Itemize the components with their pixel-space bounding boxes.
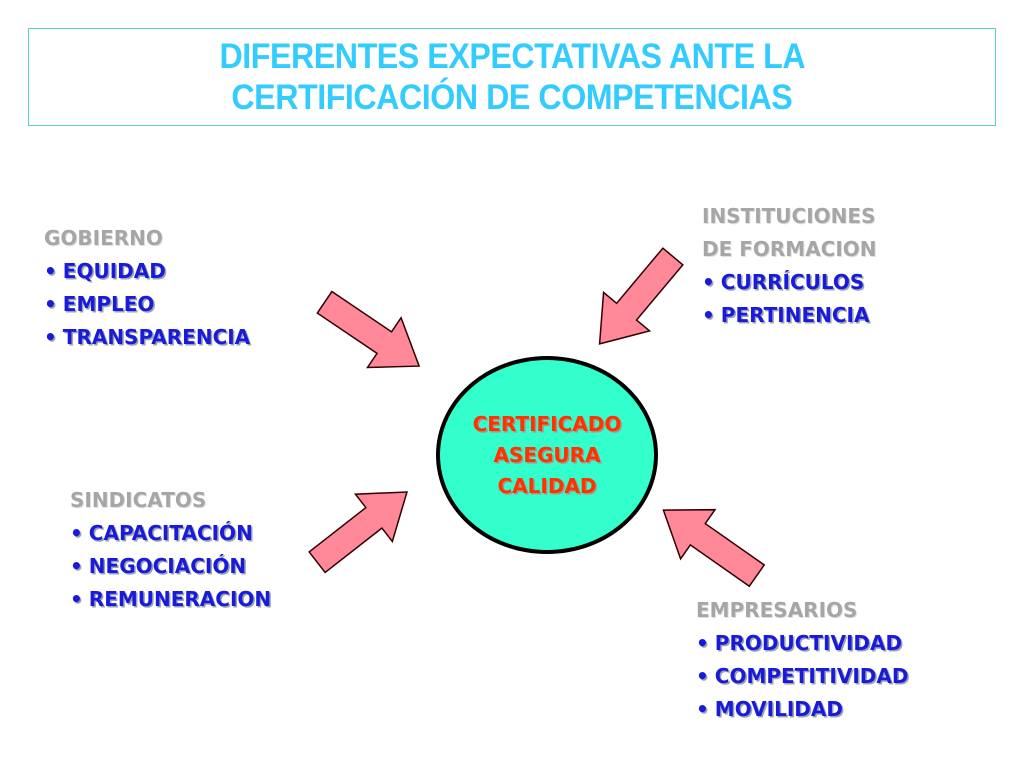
list-item: •MOVILIDAD — [696, 697, 843, 721]
arrow-empresarios-icon — [662, 508, 766, 588]
group-heading: DE FORMACION — [702, 237, 877, 261]
arrow-instituciones-icon — [598, 247, 684, 345]
group-instituciones: INSTITUCIONES DE FORMACION •CURRÍCULOS •… — [702, 200, 877, 332]
group-heading: GOBIERNO — [44, 226, 163, 250]
list-item: •NEGOCIACIÓN — [70, 554, 247, 578]
center-line-2: ASEGURA — [493, 442, 601, 467]
list-item: •REMUNERACION — [70, 587, 272, 611]
list-item: •EQUIDAD — [44, 259, 166, 283]
list-item: •CAPACITACIÓN — [70, 521, 253, 545]
center-line-1: CERTIFICADO — [472, 411, 622, 436]
list-item: •TRANSPARENCIA — [44, 325, 251, 349]
arrow-gobierno-icon — [316, 290, 421, 369]
group-gobierno: GOBIERNO •EQUIDAD •EMPLEO •TRANSPARENCIA — [44, 222, 250, 354]
arrow-sindicatos-icon — [308, 491, 408, 574]
center-line-3: CALIDAD — [497, 473, 597, 498]
center-circle: CERTIFICADO ASEGURA CALIDAD — [436, 356, 658, 554]
group-heading: EMPRESARIOS — [696, 598, 858, 622]
group-empresarios: EMPRESARIOS •PRODUCTIVIDAD •COMPETITIVID… — [696, 594, 908, 726]
list-item: •PRODUCTIVIDAD — [696, 631, 903, 655]
list-item: •EMPLEO — [44, 292, 155, 316]
title-line-1: DIFERENTES EXPECTATIVAS ANTE LA — [219, 37, 805, 76]
group-heading: INSTITUCIONES — [702, 204, 876, 228]
group-heading: SINDICATOS — [70, 488, 207, 512]
list-item: •CURRÍCULOS — [702, 270, 865, 294]
title-line-2: CERTIFICACIÓN DE COMPETENCIAS — [231, 78, 793, 117]
group-sindicatos: SINDICATOS •CAPACITACIÓN •NEGOCIACIÓN •R… — [70, 484, 271, 616]
list-item: •PERTINENCIA — [702, 303, 870, 327]
list-item: •COMPETITIVIDAD — [696, 664, 909, 688]
title-box: DIFERENTES EXPECTATIVAS ANTE LA CERTIFIC… — [28, 28, 996, 126]
